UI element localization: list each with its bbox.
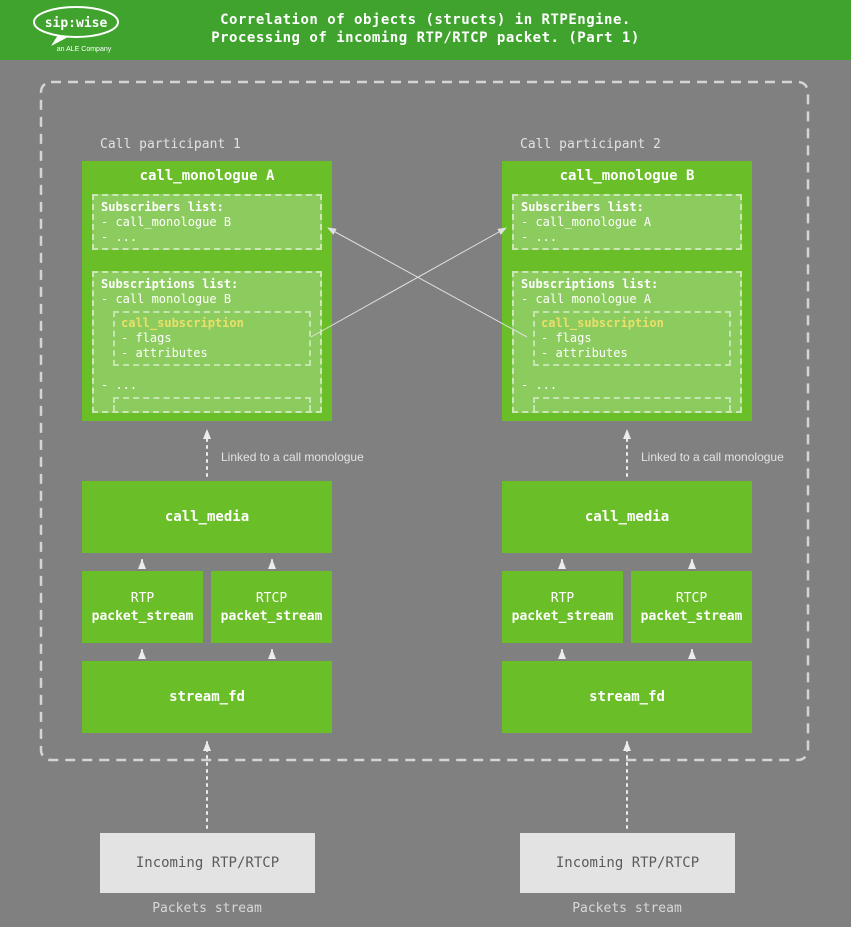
- packet-stream-label: packet_stream: [511, 608, 614, 624]
- call-media-box: call_media: [82, 481, 332, 553]
- packet-stream-label: packet_stream: [91, 608, 194, 624]
- participant-1-label: Call participant 1: [100, 137, 241, 152]
- packet-stream-rtp-box: RTP packet_stream: [502, 571, 623, 643]
- page-title: Correlation of objects (structs) in RTPE…: [0, 11, 851, 47]
- packet-stream-rtcp-box: RTCP packet_stream: [631, 571, 752, 643]
- header-bar: sip:wise an ALE Company Correlation of o…: [0, 0, 851, 60]
- rtp-label: RTP: [130, 590, 155, 606]
- logo-subtext: an ALE Company: [57, 46, 112, 53]
- subscribers-item: - call_monologue A: [521, 215, 652, 229]
- subscriptions-more: - ...: [521, 378, 558, 392]
- call-subscription-flags: - flags: [541, 331, 592, 345]
- subscribers-list-box: Subscribers list: - call_monologue B - .…: [92, 194, 322, 250]
- call-subscription-attributes: - attributes: [121, 346, 208, 360]
- stream-fd-box: stream_fd: [82, 661, 332, 733]
- subscriptions-title: Subscriptions list:: [101, 277, 239, 291]
- packets-stream-label: Packets stream: [572, 901, 682, 916]
- incoming-rtp-rtcp-box: Incoming RTP/RTCP: [520, 833, 735, 893]
- subscriptions-title: Subscriptions list:: [521, 277, 659, 291]
- call-subscription-partial-box: [113, 397, 311, 411]
- call-media-box: call_media: [502, 481, 752, 553]
- page-title-line-1: Correlation of objects (structs) in RTPE…: [220, 12, 631, 28]
- logo-brand: sip:wise: [45, 16, 108, 31]
- stream-fd-box: stream_fd: [502, 661, 752, 733]
- subscribers-title: Subscribers list:: [521, 200, 644, 214]
- subscribers-item-more: - ...: [521, 230, 558, 244]
- call-subscription-box: call_subscription - flags - attributes: [533, 311, 731, 366]
- call-monologue-a-box: call_monologue A Subscribers list: - cal…: [82, 161, 332, 421]
- sipwise-logo-cloud-icon: sip:wise an ALE Company: [33, 6, 119, 53]
- packets-stream-label: Packets stream: [152, 901, 262, 916]
- packet-stream-label: packet_stream: [220, 608, 323, 624]
- subscriptions-list-box: Subscriptions list: - call monologue B c…: [92, 271, 322, 413]
- packet-stream-label: packet_stream: [640, 608, 743, 624]
- call-subscription-title: call_subscription: [541, 316, 664, 330]
- rtcp-label: RTCP: [675, 590, 708, 606]
- participant-1-column: Call participant 1 call_monologue A Subs…: [82, 137, 364, 927]
- subscribers-item: - call_monologue B: [101, 215, 232, 229]
- packet-stream-rtcp-box: RTCP packet_stream: [211, 571, 332, 643]
- call-subscription-title: call_subscription: [121, 316, 244, 330]
- linked-to-monologue-label: Linked to a call monologue: [641, 450, 784, 464]
- subscribers-list-box: Subscribers list: - call_monologue A - .…: [512, 194, 742, 250]
- incoming-rtp-rtcp-box: Incoming RTP/RTCP: [100, 833, 315, 893]
- sipwise-logo: sip:wise an ALE Company: [26, 5, 126, 55]
- participant-2-label: Call participant 2: [520, 137, 661, 152]
- linked-to-monologue-label: Linked to a call monologue: [221, 450, 364, 464]
- cross-link-b-subscription-to-a-subscribers: [327, 227, 528, 338]
- participant-2-column: Call participant 2 call_monologue B Subs…: [502, 137, 784, 927]
- call-monologue-a-title: call_monologue A: [139, 168, 275, 184]
- subscriptions-list-box: Subscriptions list: - call monologue A c…: [512, 271, 742, 413]
- call-monologue-b-title: call_monologue B: [559, 168, 695, 184]
- subscriptions-more: - ...: [101, 378, 138, 392]
- rtcp-label: RTCP: [255, 590, 288, 606]
- call-subscription-box: call_subscription - flags - attributes: [113, 311, 311, 366]
- call-subscription-partial-box: [533, 397, 731, 411]
- cross-link-a-subscription-to-b-subscribers: [310, 227, 507, 338]
- packet-stream-rtp-box: RTP packet_stream: [82, 571, 203, 643]
- call-subscription-attributes: - attributes: [541, 346, 628, 360]
- subscriptions-item: - call monologue A: [521, 292, 652, 306]
- subscriptions-item: - call monologue B: [101, 292, 232, 306]
- rtp-label: RTP: [550, 590, 575, 606]
- call-subscription-flags: - flags: [121, 331, 172, 345]
- page-title-line-2: Processing of incoming RTP/RTCP packet. …: [211, 30, 640, 46]
- call-monologue-b-box: call_monologue B Subscribers list: - cal…: [502, 161, 752, 421]
- subscribers-item-more: - ...: [101, 230, 138, 244]
- subscribers-title: Subscribers list:: [101, 200, 224, 214]
